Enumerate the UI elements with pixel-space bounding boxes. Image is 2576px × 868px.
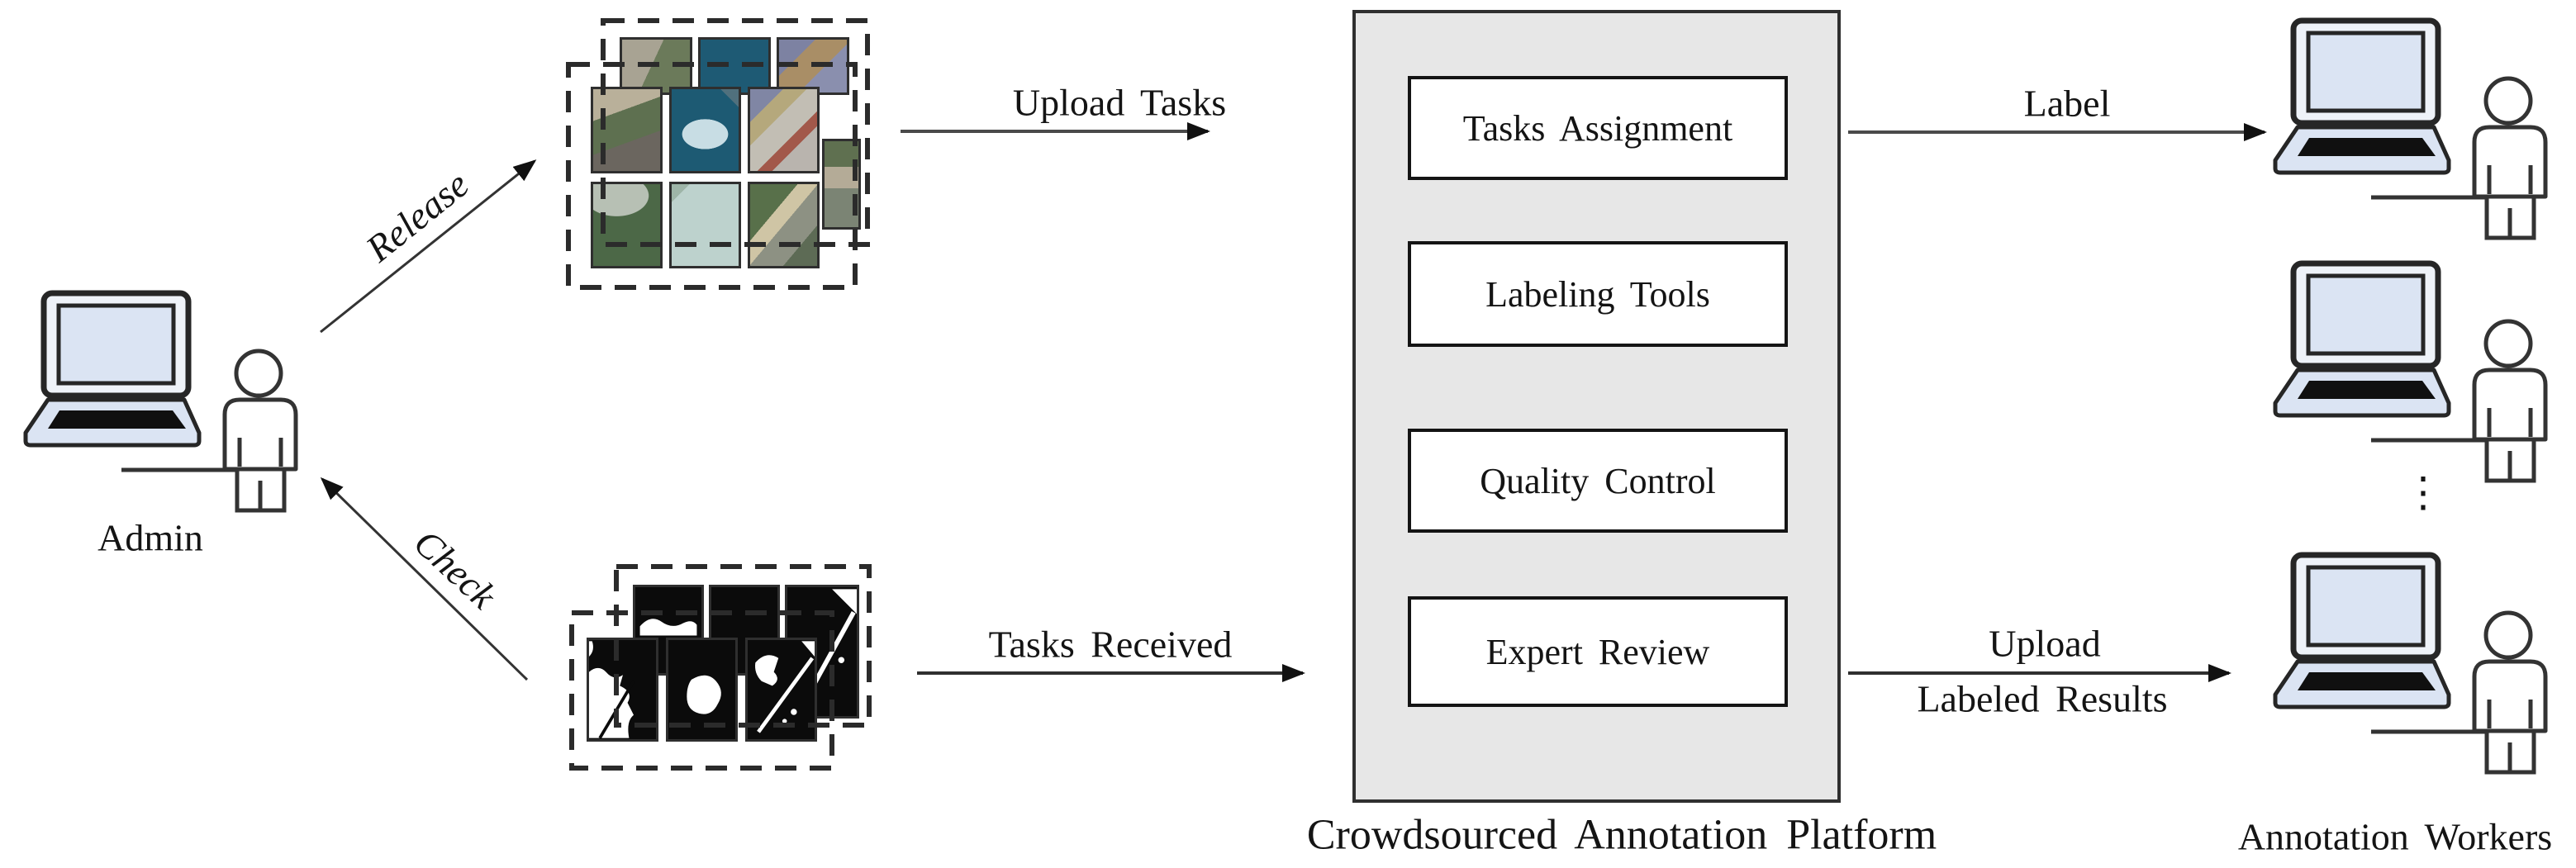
admin-label: Admin <box>97 516 203 559</box>
upload-results-label-line2: Labeled Results <box>1917 677 2168 720</box>
worker-workstation-1 <box>2272 17 2548 243</box>
satellite-tile-driveway <box>591 87 663 173</box>
mask-tile-front-1 <box>587 638 658 742</box>
release-flow-label: Release <box>358 163 477 270</box>
upload-results-label-line1: Upload <box>1989 622 2101 665</box>
satellite-tile-grass <box>591 182 663 268</box>
module-expert-review: Expert Review <box>1408 596 1788 707</box>
worker-workstation-2 <box>2272 259 2548 486</box>
worker-workstation-3 <box>2272 551 2548 777</box>
annotation-workers-label: Annotation Workers <box>2237 815 2553 858</box>
satellite-tile-water <box>669 182 741 268</box>
satellite-tile-back-right <box>822 139 861 230</box>
satellite-tile-pool <box>669 87 741 173</box>
label-flow-label: Label <box>2023 82 2111 125</box>
laptop-person-icon <box>2273 17 2548 240</box>
tasks-received-label: Tasks Received <box>988 623 1233 666</box>
laptop-person-icon <box>2273 260 2548 483</box>
laptop-person-icon <box>23 290 298 513</box>
admin-workstation <box>22 289 298 515</box>
platform-box: Tasks Assignment Labeling Tools Quality … <box>1352 10 1841 803</box>
upload-tasks-label: Upload Tasks <box>1012 81 1227 124</box>
check-flow-label: Check <box>406 521 505 617</box>
mask-tile-front-2 <box>666 638 738 742</box>
module-quality-control: Quality Control <box>1408 429 1788 533</box>
satellite-tile-road-house <box>748 182 820 268</box>
mask-tile-front-3 <box>745 638 817 742</box>
module-tasks-assignment: Tasks Assignment <box>1408 76 1788 180</box>
laptop-person-icon <box>2273 552 2548 775</box>
satellite-tile-street <box>748 87 820 173</box>
platform-caption: Crowdsourced Annotation Platform <box>1306 811 1937 859</box>
module-labeling-tools: Labeling Tools <box>1408 241 1788 347</box>
more-workers-ellipsis: ⋮ <box>2403 469 2444 515</box>
